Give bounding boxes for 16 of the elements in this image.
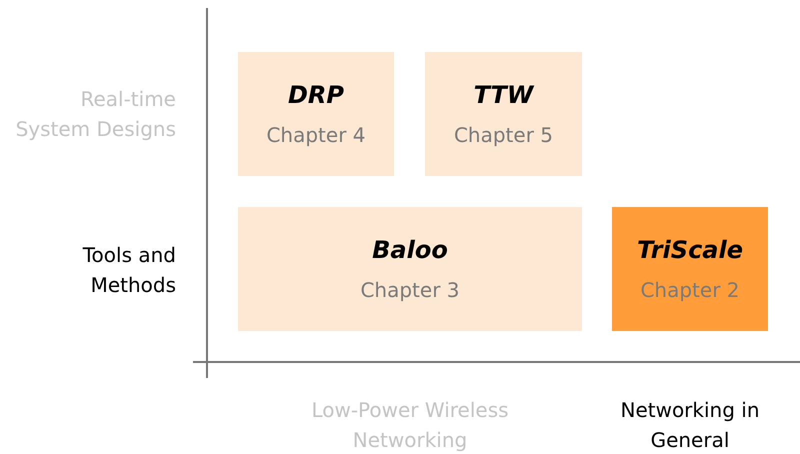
tool-name: TriScale: [636, 236, 743, 264]
chapter-label: Chapter 4: [266, 123, 366, 147]
axis-category-label: Tools and Methods: [82, 242, 176, 299]
chapter-box: [612, 207, 768, 331]
chapter-box: [238, 207, 582, 331]
axis-category-label: Low-Power Wireless Networking: [310, 397, 510, 454]
chapter-box: [425, 52, 582, 176]
axis-category-label: Networking in General: [619, 397, 761, 454]
tool-name: Baloo: [372, 236, 448, 264]
chapter-label: Chapter 3: [360, 278, 460, 302]
chapter-box: [238, 52, 394, 176]
tool-name: TTW: [474, 81, 534, 109]
chapter-label: Chapter 2: [640, 278, 740, 302]
chapter-label: Chapter 5: [454, 123, 554, 147]
axis-category-label: Real-time System Designs: [14, 86, 176, 143]
tool-name: DRP: [288, 81, 344, 109]
